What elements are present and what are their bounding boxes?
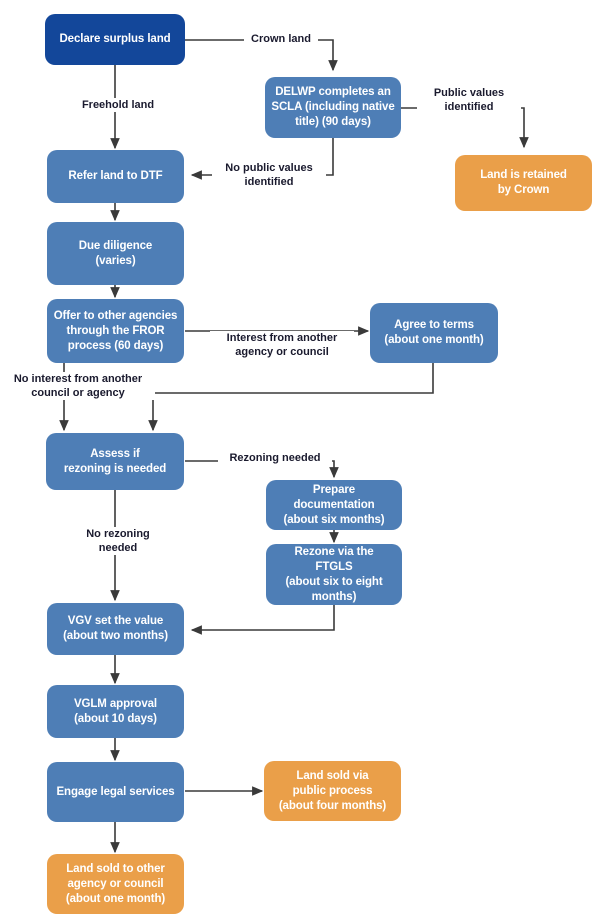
node-label: Land sold to other agency or council (ab…: [65, 862, 166, 905]
node-agree-to-terms[interactable]: Agree to terms (about one month): [370, 303, 498, 363]
node-label: Engage legal services: [56, 785, 175, 798]
node-label: Agree to terms (about one month): [384, 319, 484, 346]
node-label: VGV set the value (about two months): [63, 615, 168, 642]
node-label: Due diligence (varies): [78, 239, 153, 267]
edge-rezone-to-vgv: [190, 605, 335, 635]
edge-label-interest-from-another-agency: Interest from another agency or council: [210, 331, 354, 359]
node-label: Assess if rezoning is needed: [63, 447, 167, 475]
node-vglm-approval[interactable]: VGLM approval (about 10 days): [47, 685, 184, 738]
node-due-diligence[interactable]: Due diligence (varies): [47, 222, 184, 285]
node-delwp-scla[interactable]: DELWP completes an SCLA (including nativ…: [265, 77, 401, 138]
node-label: Land sold via public process (about four…: [278, 769, 387, 812]
node-land-retained-by-crown[interactable]: Land is retained by Crown: [455, 155, 592, 211]
node-fror-offer[interactable]: Offer to other agencies through the FROR…: [47, 299, 184, 363]
node-prepare-documentation[interactable]: Prepare documentation (about six months): [266, 480, 402, 530]
edge-label-crown-land: Crown land: [244, 32, 318, 46]
edge-label-no-public-values-identified: No public values identified: [212, 161, 326, 189]
node-land-sold-to-agency[interactable]: Land sold to other agency or council (ab…: [47, 854, 184, 914]
node-engage-legal-services[interactable]: Engage legal services: [47, 762, 184, 822]
edge-label-no-rezoning-needed: No rezoning needed: [70, 527, 166, 555]
node-rezone-ftgls[interactable]: Rezone via the FTGLS (about six to eight…: [266, 544, 402, 605]
node-refer-land-to-dtf[interactable]: Refer land to DTF: [47, 150, 184, 203]
node-label: Offer to other agencies through the FROR…: [53, 309, 178, 352]
node-label: Prepare documentation (about six months): [283, 483, 385, 526]
node-vgv-set-value[interactable]: VGV set the value (about two months): [47, 603, 184, 655]
node-declare-surplus-land[interactable]: Declare surplus land: [45, 14, 185, 65]
node-label: Land is retained by Crown: [480, 169, 567, 196]
node-label: Declare surplus land: [59, 33, 171, 45]
edge-label-public-values-identified: Public values identified: [417, 86, 521, 114]
edge-agree-to-assess: [148, 363, 434, 432]
edge-label-freehold-land: Freehold land: [70, 98, 166, 112]
node-label: DELWP completes an SCLA (including nativ…: [271, 86, 395, 128]
node-label: VGLM approval (about 10 days): [73, 697, 158, 725]
node-label: Refer land to DTF: [68, 170, 163, 182]
edge-label-no-interest-from-another: No interest from another council or agen…: [1, 372, 155, 400]
edge-label-rezoning-needed: Rezoning needed: [218, 451, 332, 465]
node-assess-rezoning[interactable]: Assess if rezoning is needed: [46, 433, 184, 490]
node-land-sold-public-process[interactable]: Land sold via public process (about four…: [264, 761, 401, 821]
node-label: Rezone via the FTGLS (about six to eight…: [285, 545, 383, 603]
